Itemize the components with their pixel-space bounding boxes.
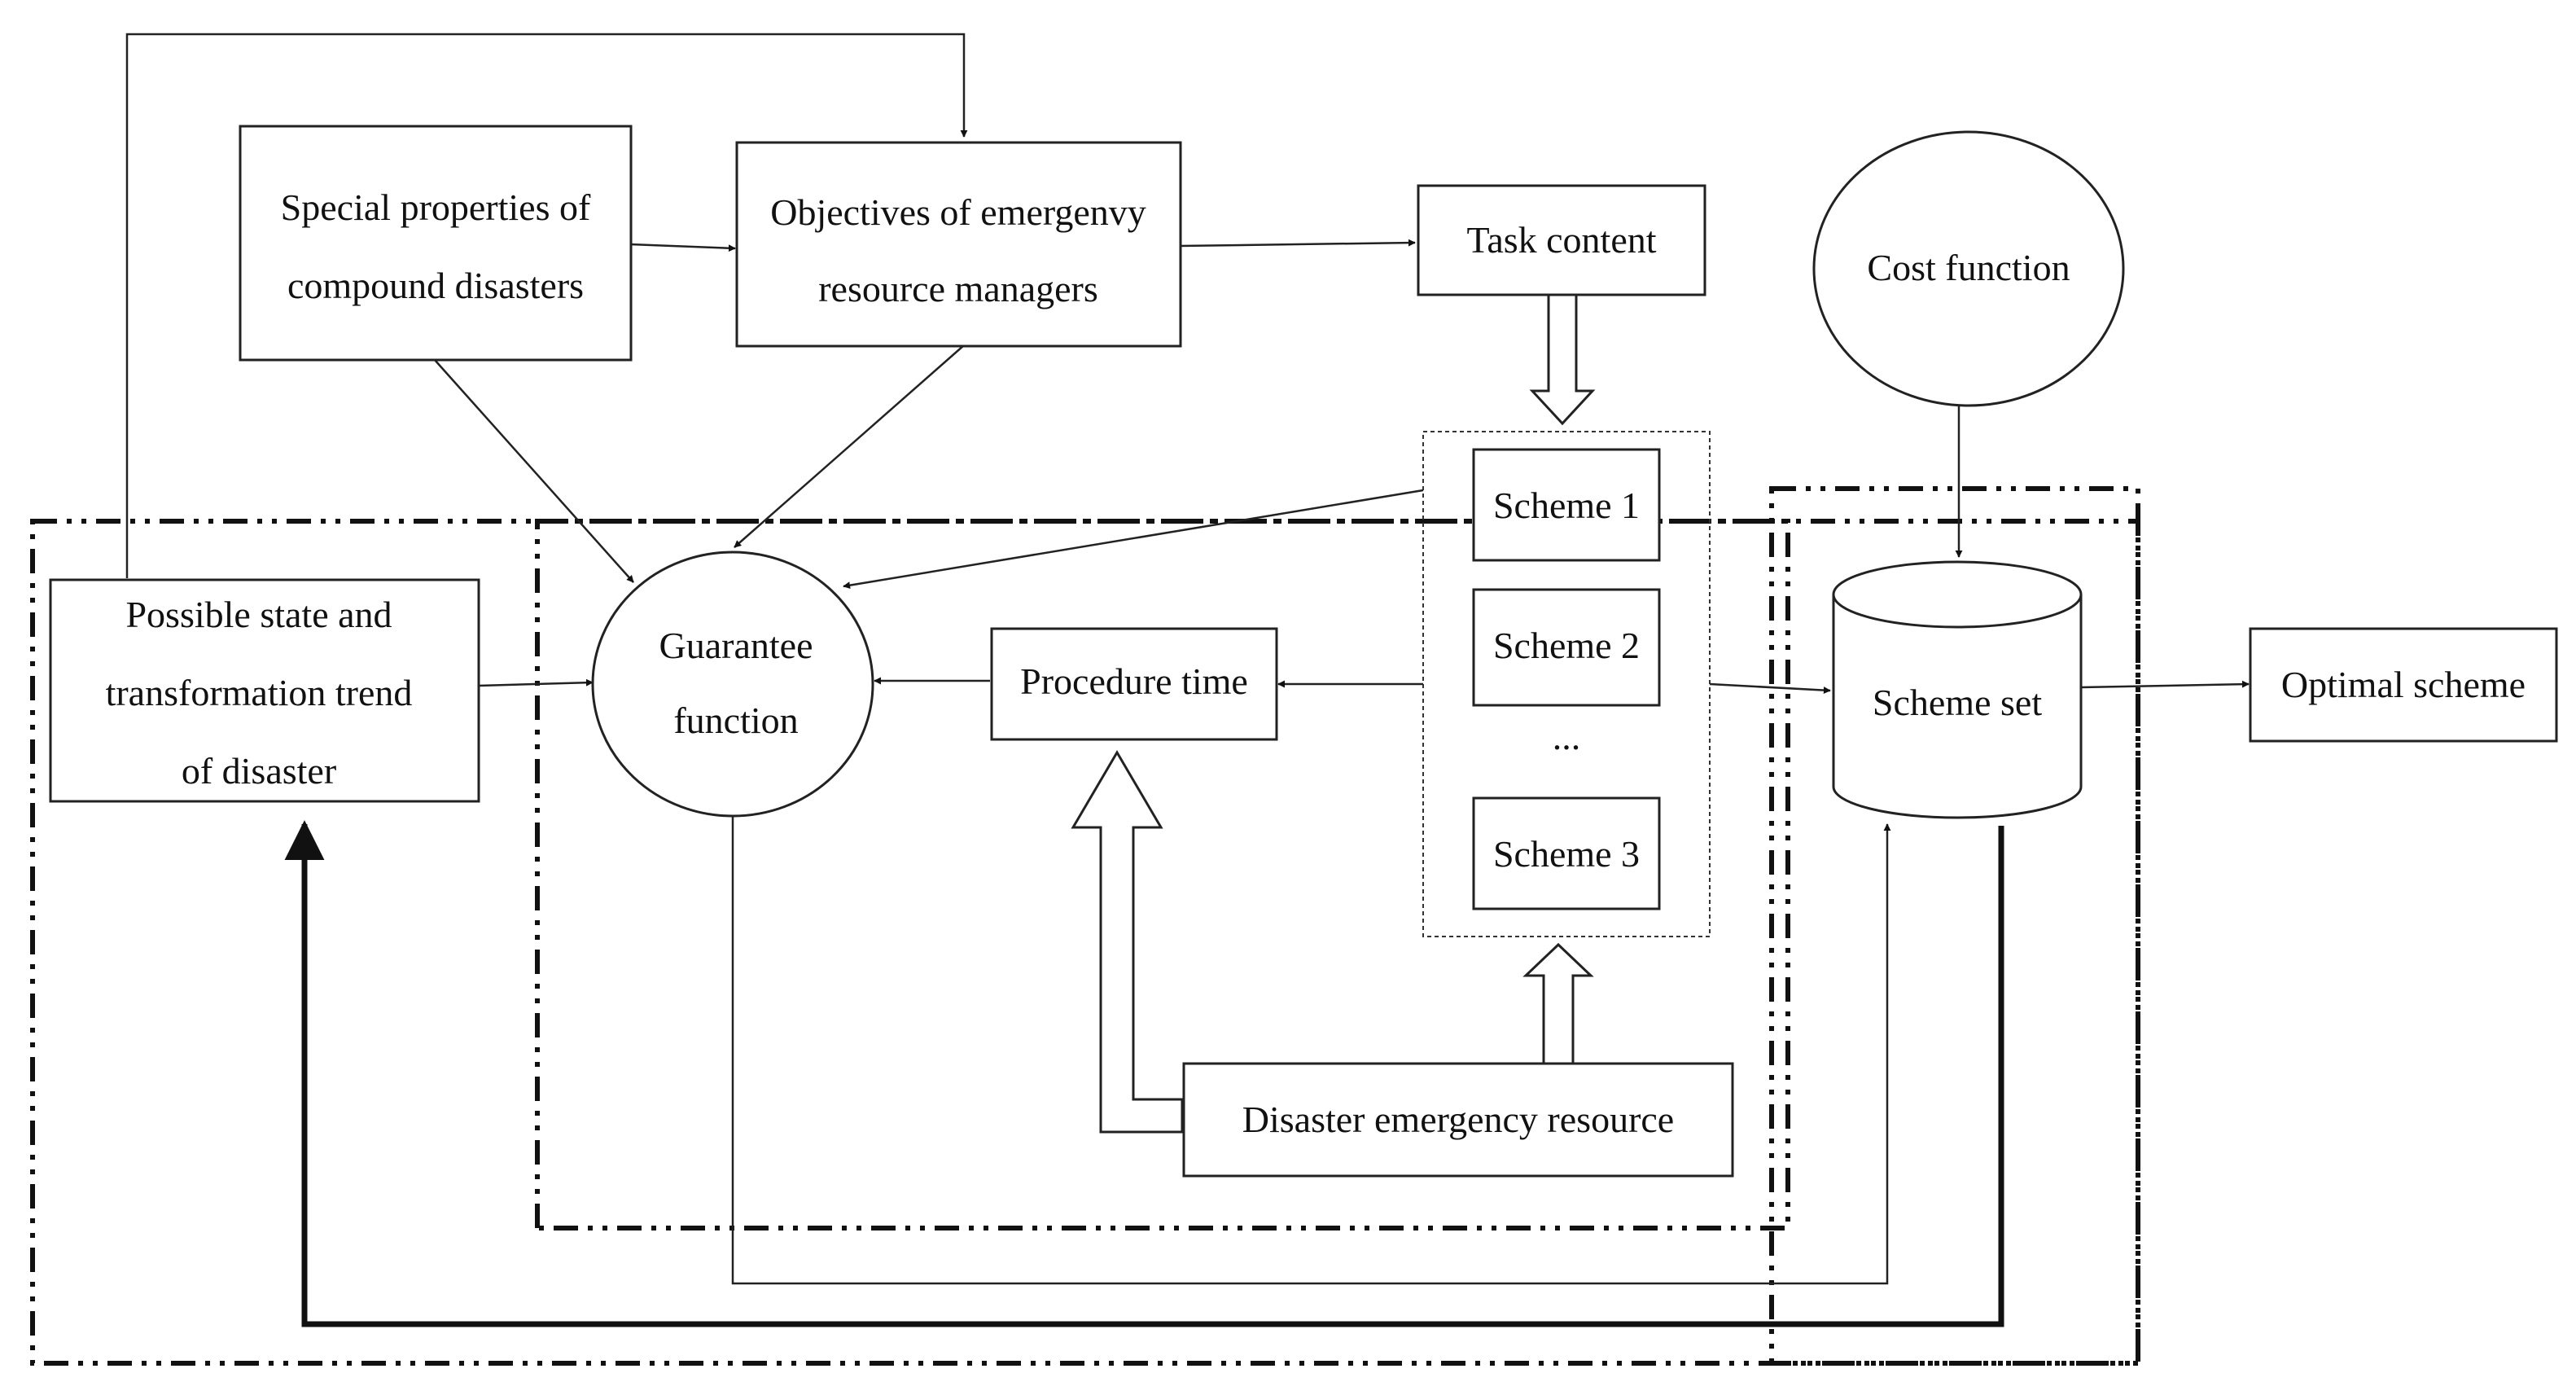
guarantee-function-node: Guarantee function bbox=[591, 551, 874, 818]
possible-state-node: Possible state and transformation trend … bbox=[49, 578, 480, 803]
scheme-1-node: Scheme 1 bbox=[1472, 448, 1661, 562]
arrow-state-to-objectives bbox=[125, 33, 968, 578]
arrow-scheme-to-set bbox=[1709, 682, 1831, 695]
hollow-arrow-resource-to-procedure bbox=[1071, 750, 1184, 1134]
scheme-ellipsis: ... bbox=[1553, 716, 1581, 757]
objectives-line-1: Objectives of emergenvy bbox=[770, 191, 1146, 233]
scheme-3-label: Scheme 3 bbox=[1493, 833, 1640, 875]
objectives-node: Objectives of emergenvy resource manager… bbox=[735, 141, 1182, 348]
objectives-line-2: resource managers bbox=[818, 268, 1098, 309]
guarantee-line-1: Guarantee bbox=[659, 625, 813, 666]
arrow-set-to-optimal bbox=[2080, 680, 2250, 689]
scheme-2-label: Scheme 2 bbox=[1493, 625, 1640, 666]
cost-function-label: Cost function bbox=[1867, 247, 2070, 288]
arrow-feedback-thick bbox=[284, 820, 2004, 1327]
procedure-time-label: Procedure time bbox=[1020, 660, 1248, 702]
scheme-set-node: Scheme set bbox=[1832, 560, 2083, 819]
outer-dashdot-boundary bbox=[30, 519, 2140, 1366]
connectors bbox=[125, 33, 2250, 1285]
scheme-1-label: Scheme 1 bbox=[1493, 485, 1640, 526]
scheme-2-node: Scheme 2 bbox=[1472, 588, 1661, 707]
disaster-resource-label: Disaster emergency resource bbox=[1242, 1099, 1674, 1140]
procedure-time-node: Procedure time bbox=[990, 627, 1278, 741]
arrow-guarantee-to-set bbox=[731, 814, 1891, 1285]
task-content-node: Task content bbox=[1417, 184, 1706, 296]
disaster-resource-node: Disaster emergency resource bbox=[1182, 1062, 1734, 1178]
arrow-state-to-guarantee bbox=[478, 678, 594, 687]
arrow-objectives-to-guarantee bbox=[734, 344, 965, 548]
inner-dashdot-boundary bbox=[535, 519, 1790, 1230]
scheme-set-dashdot-boundary bbox=[1769, 486, 2140, 1366]
cost-function-node: Cost function bbox=[1812, 130, 2125, 407]
possible-state-line-1: Possible state and bbox=[125, 594, 392, 635]
scheme-set-label: Scheme set bbox=[1873, 682, 2042, 723]
arrow-objectives-to-task bbox=[1178, 239, 1416, 248]
scheme-3-node: Scheme 3 bbox=[1472, 796, 1661, 910]
optimal-scheme-node: Optimal scheme bbox=[2249, 627, 2558, 743]
possible-state-line-3: of disaster bbox=[182, 750, 336, 792]
arrow-scheme-to-guarantee bbox=[843, 489, 1424, 590]
special-properties-line-1: Special properties of bbox=[281, 186, 591, 228]
arrow-special-to-guarantee bbox=[434, 359, 634, 583]
special-properties-line-2: compound disasters bbox=[287, 265, 584, 306]
special-properties-node: Special properties of compound disasters bbox=[239, 125, 633, 362]
possible-state-line-2: transformation trend bbox=[106, 672, 413, 713]
task-content-label: Task content bbox=[1466, 219, 1656, 261]
hollow-arrow-task-to-schemes bbox=[1529, 293, 1596, 426]
hollow-arrow-resource-to-schemes bbox=[1522, 942, 1594, 1065]
optimal-scheme-label: Optimal scheme bbox=[2281, 664, 2526, 705]
guarantee-line-2: function bbox=[673, 700, 798, 741]
arrow-special-to-objectives bbox=[629, 243, 736, 252]
